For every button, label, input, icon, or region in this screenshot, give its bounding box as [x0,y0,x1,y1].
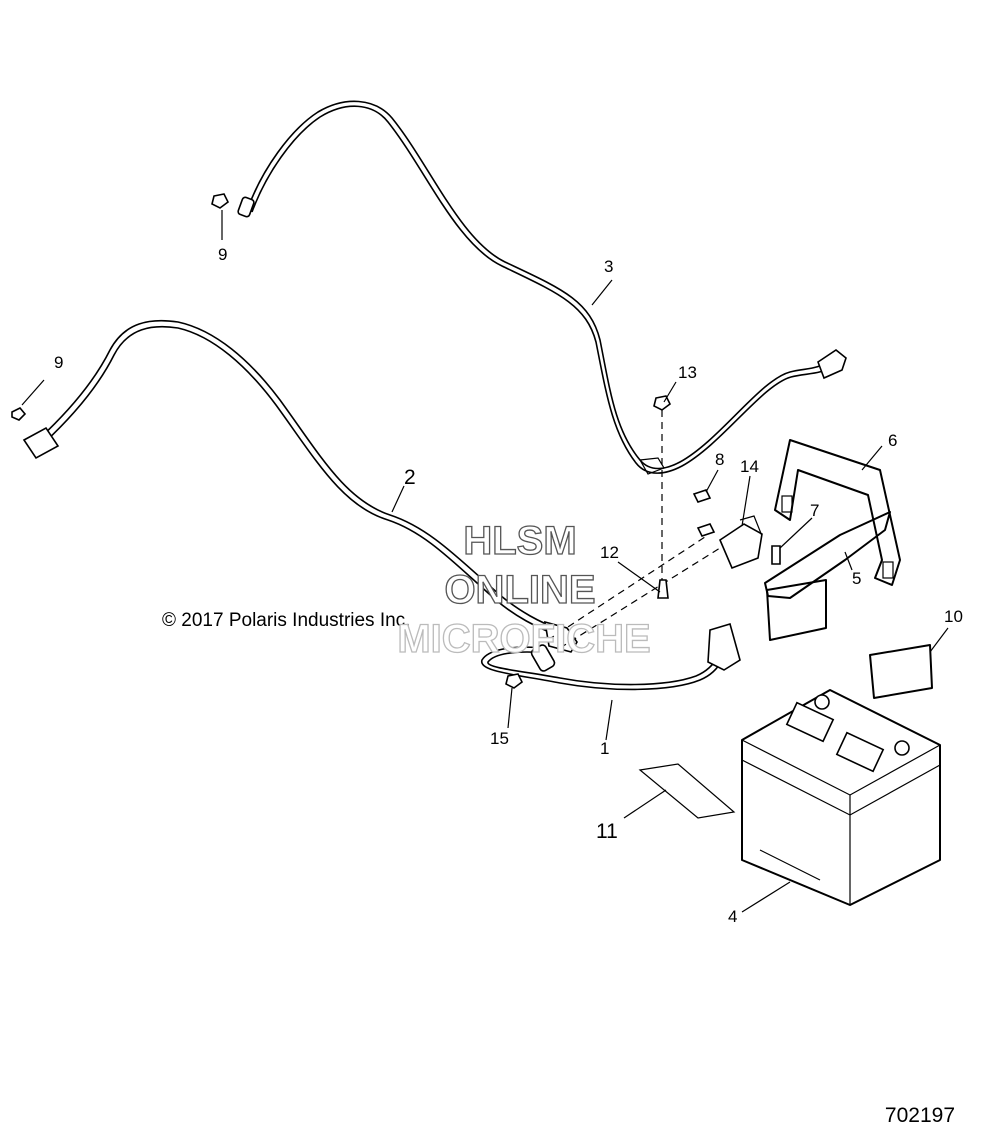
callout-12: 12 [600,543,619,562]
watermark-line-3: MICROFICHE [397,617,650,661]
callout-15: 15 [490,729,509,748]
callout-9b: 9 [54,353,63,372]
bolt-icon-2 [696,523,716,537]
cable-clip-icon [639,457,665,475]
callout-3: 3 [604,257,613,276]
callout-6: 6 [888,431,897,450]
watermark-line-1: HLSM [463,519,576,563]
callout-14: 14 [740,457,759,476]
battery-clamp-icon [817,349,847,380]
callout-1: 1 [600,739,609,758]
decal-11 [638,763,736,819]
bolt-icon [692,489,712,503]
bolt-icon-3 [771,545,781,565]
pad-upper [766,579,827,641]
copyright-text: © 2017 Polaris Industries Inc. [162,610,410,631]
alignment-line-2 [559,547,721,649]
solenoid-14 [719,515,763,570]
hold-down-strap-6 [774,439,901,586]
callout-11: 11 [596,820,618,843]
callout-5: 5 [852,569,861,588]
callout-4: 4 [728,907,737,926]
nut-icon [211,193,230,209]
alignment-line-3 [547,534,709,641]
callout-9a: 9 [218,245,227,264]
callout-2: 2 [404,466,416,489]
cable-3 [237,100,847,475]
battery-boot-icon [707,622,741,671]
cable-2 [22,319,578,653]
nut-icon-3 [653,395,672,411]
cable-1 [481,622,741,691]
battery-4 [741,689,941,906]
leader-lines [21,210,949,913]
callout-13: 13 [678,363,697,382]
callout-10: 10 [944,607,963,626]
callout-7: 7 [810,501,819,520]
watermark-line-2: ONLINE [444,568,595,612]
nut-icon-4 [505,673,524,689]
stud-icon [657,579,669,599]
document-number: 702197 [885,1104,955,1127]
ring-terminal-icon [22,426,60,460]
nut-icon-2 [11,407,27,421]
callout-8: 8 [715,450,724,469]
terminal-end-icon [237,196,255,218]
pad-10 [869,644,933,699]
terminal-boot-icon [544,620,578,653]
bracket-5 [764,511,891,599]
